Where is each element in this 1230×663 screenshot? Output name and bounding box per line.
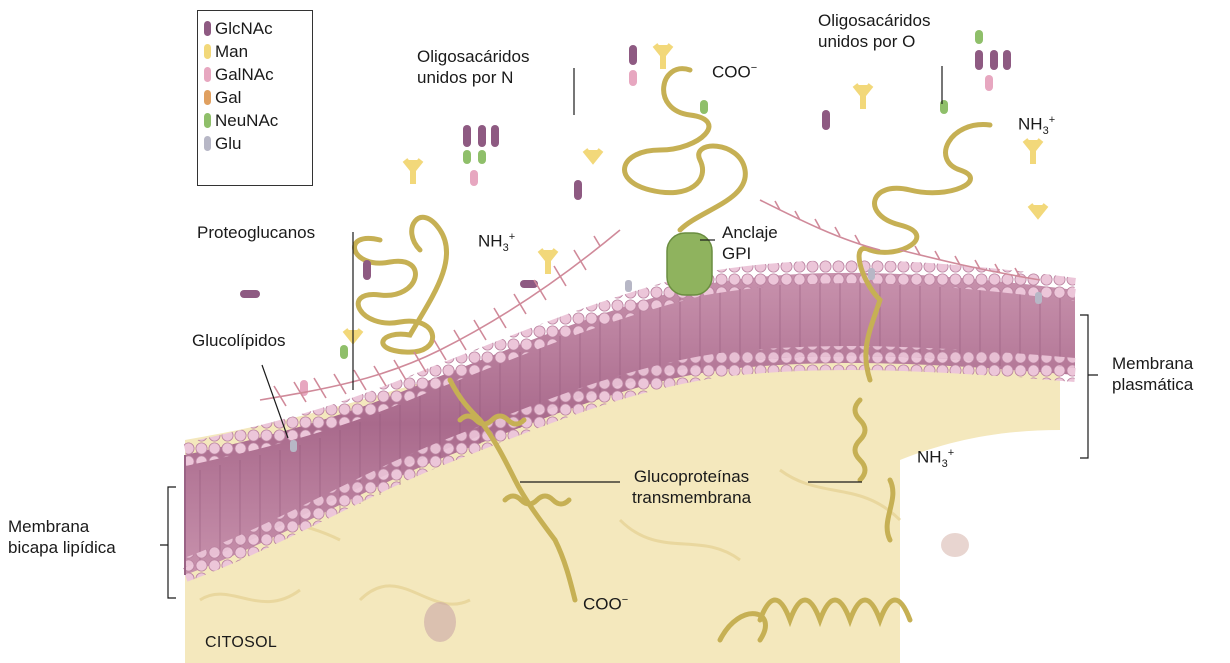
cytosol-label: CITOSOL	[205, 632, 277, 653]
nh3-bottom-label: NH3+	[917, 443, 954, 475]
glu-swatch-icon	[204, 136, 211, 151]
bracket-plasma-membrane	[1080, 315, 1098, 458]
legend-item: Glu	[204, 132, 312, 155]
legend-item: GalNAc	[204, 63, 312, 86]
legend-label: GlcNAc	[215, 19, 273, 39]
glycolipids-label: Glucolípidos	[192, 330, 286, 351]
bracket-bilayer	[160, 487, 176, 598]
legend-item: Gal	[204, 86, 312, 109]
legend-label: NeuNAc	[215, 111, 278, 131]
legend-label: Glu	[215, 134, 241, 154]
gpi-anchor	[667, 233, 712, 295]
neunac-swatch-icon	[204, 113, 211, 128]
gal-swatch-icon	[204, 90, 211, 105]
nh3-left-label: NH3+	[478, 227, 515, 259]
nh3-right-label: NH3+	[1018, 110, 1055, 142]
glcnac-swatch-icon	[204, 21, 211, 36]
coo-bottom-label: COO−	[583, 590, 628, 615]
legend-label: Man	[215, 42, 248, 62]
legend-item: NeuNAc	[204, 109, 312, 132]
proteoglycans-label: Proteoglucanos	[197, 222, 315, 243]
legend-label: Gal	[215, 88, 241, 108]
galnac-swatch-icon	[204, 67, 211, 82]
legend-box: GlcNAc Man GalNAc Gal NeuNAc Glu	[197, 10, 313, 186]
legend-item: GlcNAc	[204, 17, 312, 40]
coo-top-label: COO−	[712, 58, 757, 83]
legend-item: Man	[204, 40, 312, 63]
legend-label: GalNAc	[215, 65, 274, 85]
man-swatch-icon	[204, 44, 211, 59]
